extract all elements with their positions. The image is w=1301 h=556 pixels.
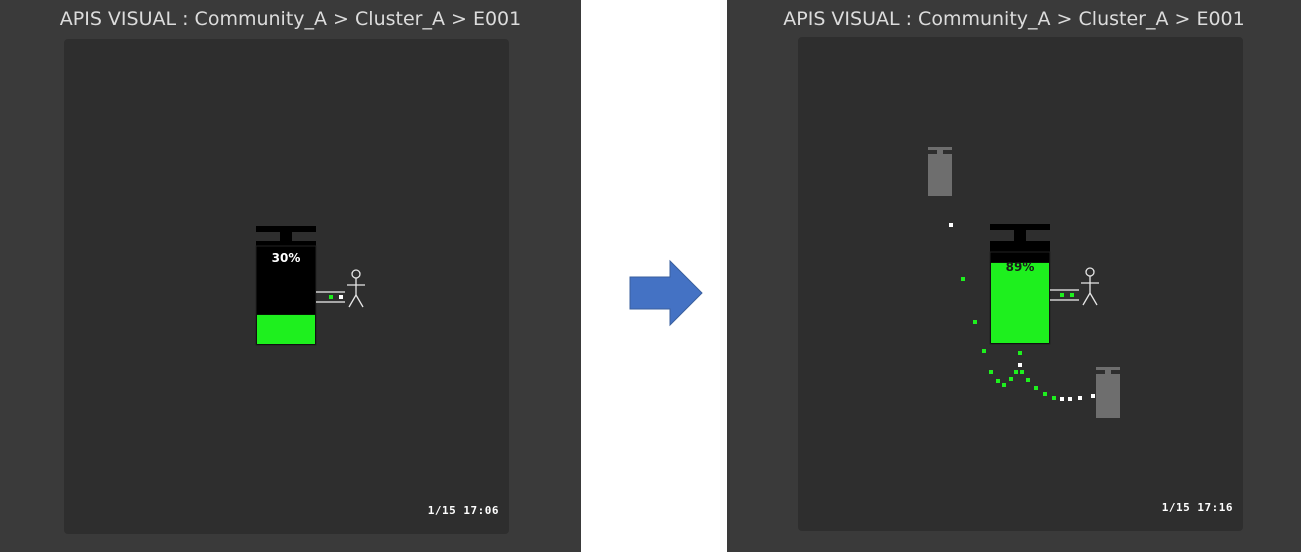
flow-dot	[1060, 293, 1064, 297]
connector	[1050, 289, 1079, 301]
visual-canvas: 89% 1/15 17:16	[798, 37, 1243, 531]
battery-collar	[990, 241, 1050, 252]
battery-cap	[990, 224, 1050, 230]
right-arrow-icon	[629, 259, 703, 327]
battery-neck	[280, 232, 292, 241]
unit-diagram: 30%	[255, 226, 365, 346]
flow-dot	[329, 295, 333, 299]
before-panel: APIS VISUAL : Community_A > Cluster_A > …	[0, 0, 581, 552]
unit-diagram: 89%	[928, 147, 1120, 418]
flow-dot	[339, 295, 343, 299]
battery-neck	[1014, 230, 1026, 241]
person-icon[interactable]	[1081, 267, 1099, 306]
battery-charge-label: 89%	[1006, 260, 1035, 274]
battery-cap	[256, 226, 316, 232]
battery-charge-fill	[257, 314, 315, 344]
visual-canvas: 30% 1/15 17:06	[64, 39, 509, 534]
timestamp: 1/15 17:06	[427, 504, 499, 517]
battery-collar	[256, 241, 316, 246]
flow-dot	[1070, 293, 1074, 297]
battery-charge-fill	[991, 262, 1049, 343]
battery-icon[interactable]: 89%	[989, 224, 1051, 345]
battery-icon[interactable]: 30%	[255, 226, 317, 346]
connector	[316, 291, 345, 303]
person-icon[interactable]	[347, 269, 365, 308]
battery-charge-label: 30%	[272, 251, 301, 265]
energy-flow-dots	[949, 223, 1095, 401]
panel-title: APIS VISUAL : Community_A > Cluster_A > …	[783, 8, 1245, 30]
after-panel: APIS VISUAL : Community_A > Cluster_A > …	[727, 0, 1301, 552]
remote-unit-icon[interactable]	[1096, 367, 1120, 418]
remote-unit-icon[interactable]	[928, 147, 952, 196]
timestamp: 1/15 17:16	[1161, 501, 1233, 514]
panel-title: APIS VISUAL : Community_A > Cluster_A > …	[59, 8, 522, 30]
